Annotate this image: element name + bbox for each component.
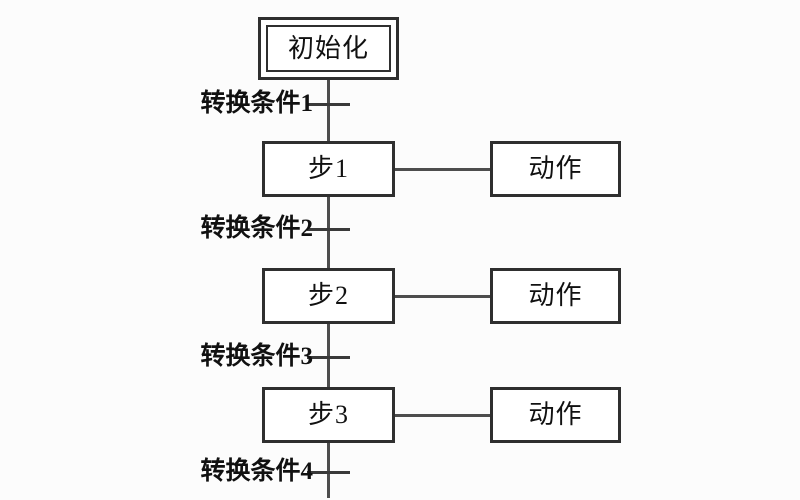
step-action-connector-2: [395, 295, 490, 298]
transition-label-1: 转换条件1: [200, 90, 313, 117]
step-action-connector-3: [395, 414, 490, 417]
action-label-3: 动作: [528, 400, 583, 429]
action-label-2: 动作: [528, 281, 583, 310]
transition-label-3: 转换条件3: [200, 343, 313, 370]
init-step-label: 初始化: [287, 33, 369, 63]
transition-label-2: 转换条件2: [200, 215, 313, 242]
flow-line-vertical-2: [327, 197, 330, 268]
transition-tick-2: [307, 228, 350, 231]
step-box-1: 步1: [262, 141, 395, 197]
transition-tick-4: [307, 471, 350, 474]
step-box-3: 步3: [262, 387, 395, 443]
step-label-3: 步3: [307, 400, 349, 429]
transition-tick-3: [307, 356, 350, 359]
flow-line-vertical-3: [327, 324, 330, 387]
action-box-1: 动作: [490, 141, 621, 197]
action-label-1: 动作: [528, 154, 583, 183]
transition-tick-1: [307, 103, 350, 106]
init-step-inner-box: 初始化: [266, 25, 391, 72]
flow-line-vertical-4: [327, 443, 330, 498]
transition-label-4: 转换条件4: [200, 458, 313, 485]
step-box-2: 步2: [262, 268, 395, 324]
step-label-2: 步2: [307, 281, 349, 310]
flow-line-vertical-1: [327, 80, 330, 141]
action-box-3: 动作: [490, 387, 621, 443]
step-label-1: 步1: [307, 154, 349, 183]
init-step-box: 初始化: [258, 17, 399, 80]
step-action-connector-1: [395, 168, 490, 171]
action-box-2: 动作: [490, 268, 621, 324]
